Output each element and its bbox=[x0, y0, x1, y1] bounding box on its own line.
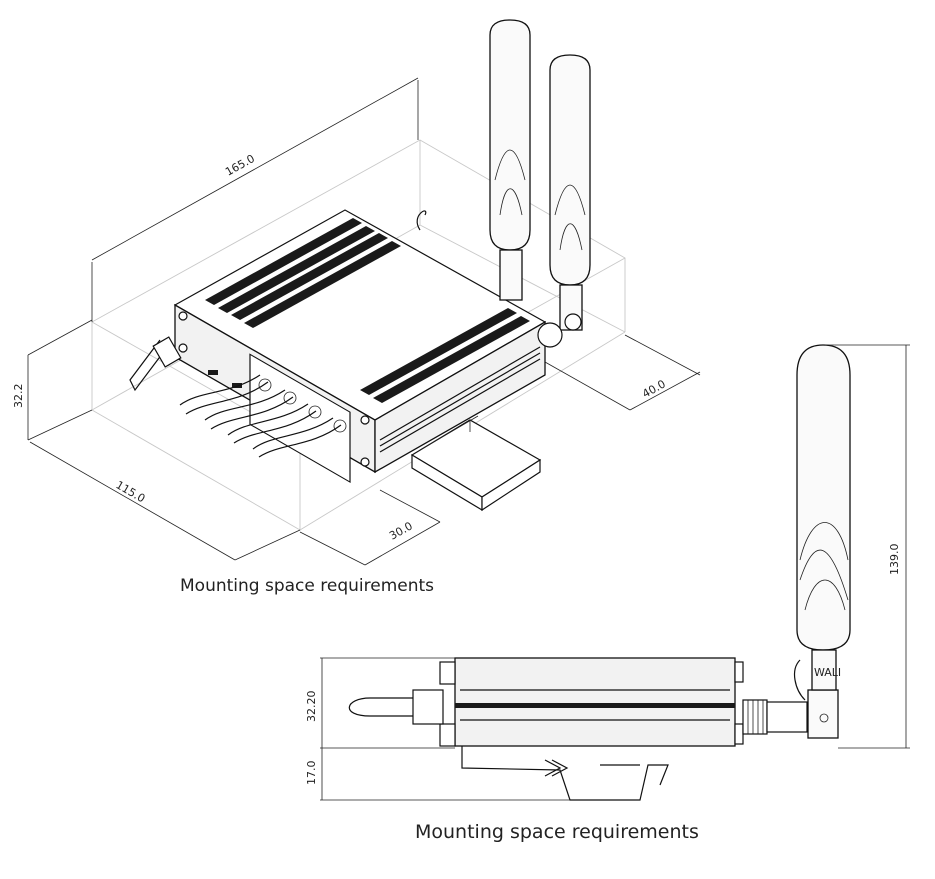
dim-antenna-height: 139.0 bbox=[888, 544, 901, 576]
antenna-side: WALI bbox=[742, 344, 851, 739]
isometric-view: 165.0 32.2 115.0 30.0 40.0 Mounting spac… bbox=[12, 19, 701, 596]
caption-top: Mounting space requirements bbox=[180, 576, 434, 596]
dim-rail-height: 17.0 bbox=[305, 761, 318, 786]
caption-bottom: Mounting space requirements bbox=[415, 821, 699, 843]
side-view: WALI 32.20 17.0 139.0 Mounting space req… bbox=[305, 344, 910, 843]
cables-iso bbox=[129, 210, 427, 458]
router-body-side bbox=[348, 657, 744, 747]
router-body-iso bbox=[173, 209, 547, 484]
antennas-iso bbox=[489, 19, 591, 348]
dim-side-height: 32.20 bbox=[305, 691, 318, 723]
dimensions-side: 32.20 17.0 139.0 bbox=[305, 344, 910, 801]
dim-length: 165.0 bbox=[223, 152, 257, 179]
din-rail-side bbox=[461, 746, 669, 801]
din-rail-iso bbox=[410, 415, 542, 512]
dim-height: 32.2 bbox=[12, 384, 25, 409]
antenna-brand: WALI bbox=[814, 666, 841, 679]
dim-depth: 115.0 bbox=[114, 478, 148, 505]
